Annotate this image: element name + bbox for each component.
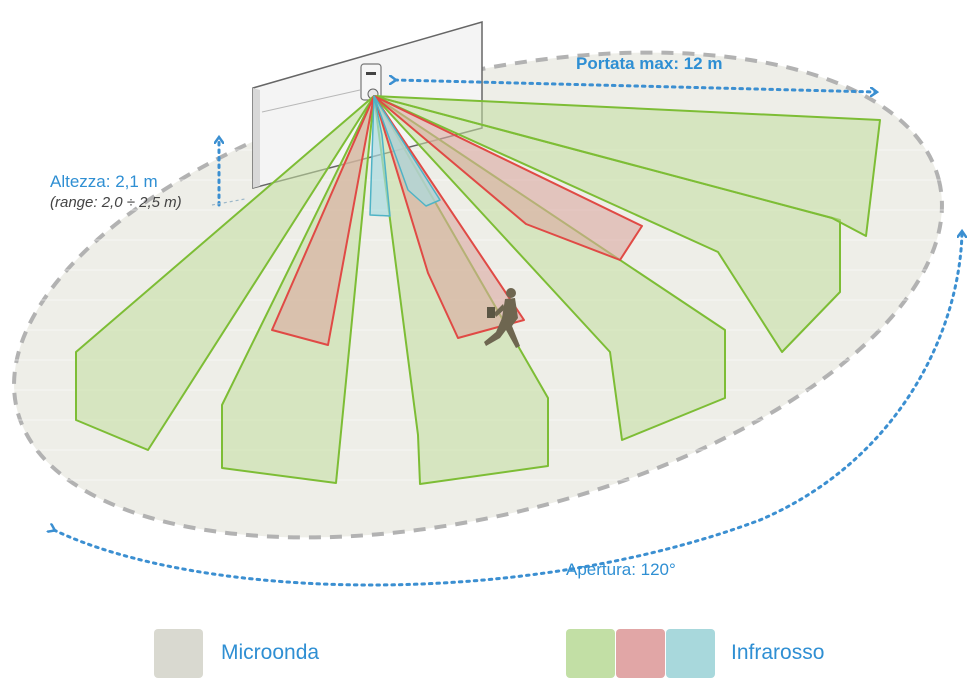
legend-swatch-microwave [154,629,203,678]
height-label: Altezza: 2,1 m [50,172,158,191]
cyan-zone-2 [373,95,441,207]
legend-label-infrared: Infrarosso [731,641,825,664]
max-range-arrow [395,80,876,92]
height-range-label: (range: 2,0 ÷ 2,5 m) [50,194,182,211]
aperture-arrow [54,232,962,587]
legend-swatch-infrared-green [566,629,615,678]
sensor-device [360,63,382,101]
aperture-label: Apertura: 120° [566,560,676,579]
cyan-zone-1 [369,95,391,217]
max-range-label: Portata max: 12 m [576,54,723,73]
legend-label-microwave: Microonda [221,641,320,664]
cyan-zones [369,95,441,217]
legend-swatch-infrared-cyan [666,629,715,678]
legend-swatch-infrared-red [616,629,665,678]
